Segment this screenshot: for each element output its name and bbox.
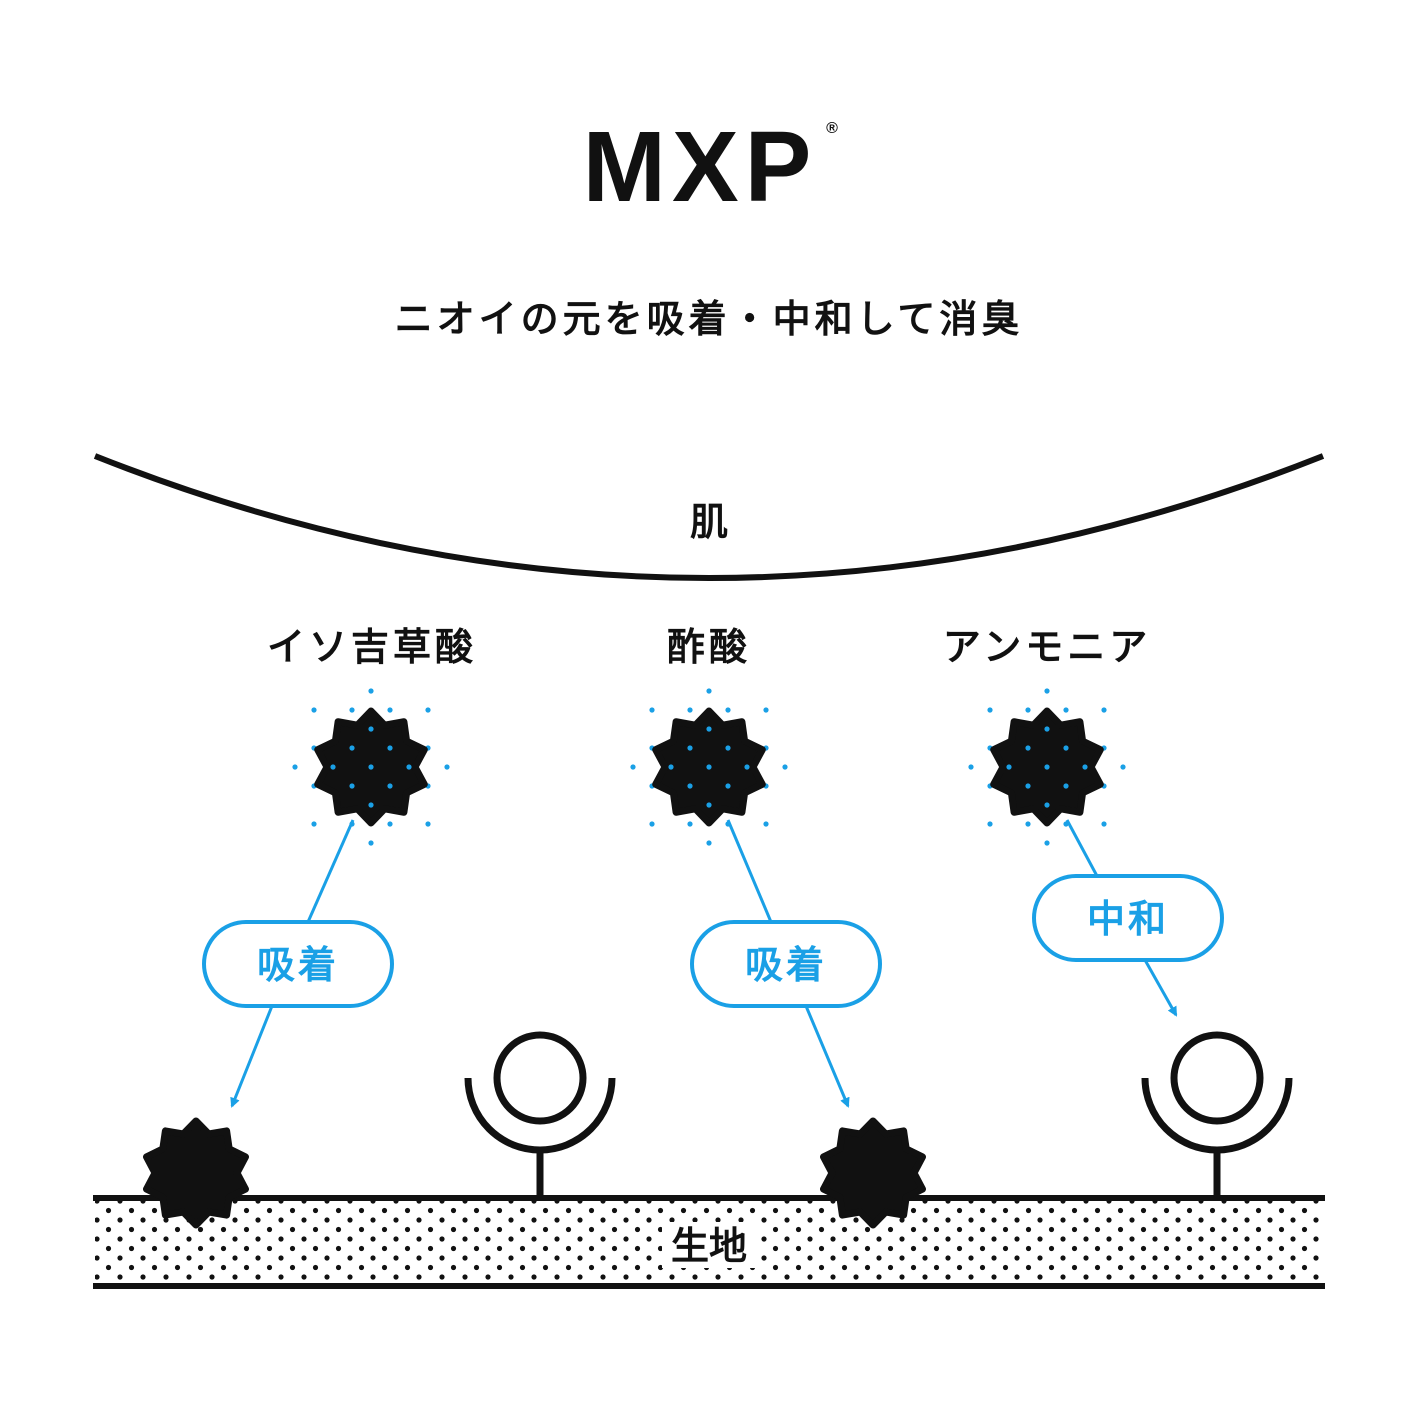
odor-core-dot [1063,783,1069,789]
flow-arrow-segment [726,819,773,923]
odor-halo-dot [368,688,374,694]
pill-frame [690,920,882,1008]
action-pill-adsorb-2: 吸着 [690,920,882,1008]
odor-core-dot [725,745,731,751]
skin-label: 肌 [690,500,728,544]
odor-halo-dot [292,764,298,770]
neutralizer-receptor-icon [1141,1031,1293,1198]
odor-halo-dot [425,821,431,827]
odor-halo-dot [387,707,393,713]
odor-core-dot [687,745,693,751]
odor-core-dot [330,764,336,770]
odor-molecules [292,688,1126,846]
flow-arrow-segment [1065,819,1099,877]
adsorbed-molecule-icon [820,1117,926,1229]
odor-core-dot [368,802,374,808]
odor-halo-dot [425,707,431,713]
pill-label: 吸着 [257,943,339,987]
odor-molecule-icon [968,688,1126,846]
adsorbed-molecule-icon [143,1117,249,1229]
odor-core-dot [1006,764,1012,770]
fabric-label-backdrop [662,1222,756,1268]
flow-arrow-acetic-to-fabric [804,1005,850,1108]
odor-core-dot [1025,745,1031,751]
odor-halo-dot [782,764,788,770]
odor-core-dot [368,764,374,770]
brand-name: MXP [583,111,818,223]
flow-arrow-segment [306,819,355,923]
odor-halo-dot [1120,764,1126,770]
odor-halo-dot [1101,707,1107,713]
odor-core-dot [1025,783,1031,789]
headline: ニオイの元を吸着・中和して消臭 [395,297,1024,341]
odor-halo-dot [311,707,317,713]
odor-halo-dot [444,764,450,770]
odor-halo-dot [1025,707,1031,713]
odor-halo-dot [968,764,974,770]
odor-core-dot [668,764,674,770]
odor-halo-dot [1025,821,1031,827]
odor-halo-dot [1044,688,1050,694]
neutralizer-receptor-icon [464,1031,616,1198]
odor-core-dot [687,783,693,789]
odor-core-dot [706,764,712,770]
odor-halo-dot [630,764,636,770]
odor-core-dot [406,764,412,770]
odor-halo-dot [1044,840,1050,846]
fabric-label: 生地 [671,1224,747,1268]
odor-halo-dot [649,707,655,713]
odor-core-dot [368,726,374,732]
odor-halo-dot [987,707,993,713]
adsorbed-molecule-body [820,1117,926,1229]
substance-label-acetic-acid: 酢酸 [667,625,751,669]
action-pill-adsorb-1: 吸着 [202,920,394,1008]
odor-molecule-icon [630,688,788,846]
registered-mark: ® [826,120,838,137]
odor-core-dot [1044,726,1050,732]
odor-molecule-icon [292,688,450,846]
odor-halo-dot [687,821,693,827]
odor-halo-dot [1063,707,1069,713]
pill-label: 吸着 [745,943,827,987]
adsorbed-molecule-body [143,1117,249,1229]
substance-label-ammonia: アンモニア [943,625,1151,669]
odor-halo-dot [706,688,712,694]
skin-curve [93,453,1325,581]
odor-halo-dot [1101,821,1107,827]
odor-core-dot [1082,764,1088,770]
odor-core-dot [349,745,355,751]
pill-frame [202,920,394,1008]
flow-arrow-ammonia-to-receptor [1143,959,1178,1017]
odor-core-dot [1044,802,1050,808]
odor-core-dot [349,783,355,789]
action-pill-neutralize: 中和 [1032,874,1224,962]
odor-halo-dot [387,821,393,827]
odor-core-dot [706,726,712,732]
odor-core-dot [744,764,750,770]
odor-halo-dot [987,821,993,827]
odor-halo-dot [368,840,374,846]
pill-frame [1032,874,1224,962]
odor-halo-dot [649,821,655,827]
odor-halo-dot [349,707,355,713]
odor-core-dot [1063,745,1069,751]
odor-core-dot [1044,764,1050,770]
adsorbed-molecules [143,1117,926,1229]
odor-core-dot [725,783,731,789]
pill-label: 中和 [1087,897,1169,941]
odor-core-dot [387,745,393,751]
odor-core-dot [387,783,393,789]
odor-halo-dot [706,840,712,846]
substance-label-isovaleric-acid: イソ吉草酸 [267,625,477,669]
flow-arrow-isovaleric-to-fabric [230,1005,274,1108]
odor-halo-dot [763,821,769,827]
odor-halo-dot [687,707,693,713]
odor-halo-dot [763,707,769,713]
odor-halo-dot [311,821,317,827]
brand-logo: MXP ® [583,111,838,223]
odor-core-dot [706,802,712,808]
odor-halo-dot [725,707,731,713]
